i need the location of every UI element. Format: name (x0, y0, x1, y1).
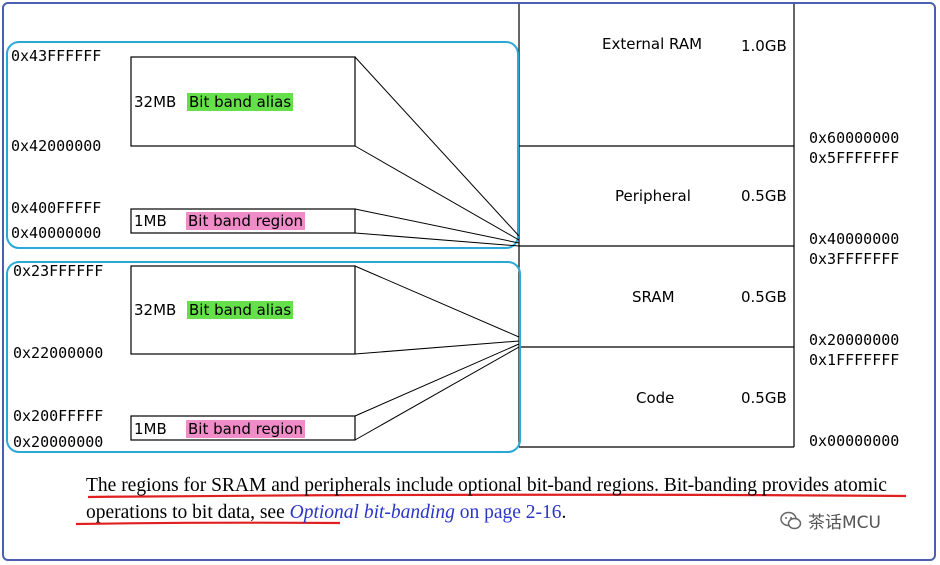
wechat-icon (780, 511, 802, 529)
peripheral-alias-top-address: 0x43FFFFFF (11, 47, 102, 65)
sram-alias-bottom-address: 0x22000000 (13, 344, 104, 362)
sram-alias-connector-top (354, 265, 520, 338)
region-size-code: 0.5GB (741, 389, 787, 407)
address-label: 0x1FFFFFFF (809, 351, 900, 369)
region-name-peripheral: Peripheral (615, 187, 691, 205)
address-label: 0x40000000 (809, 230, 900, 248)
sram-region-connector-top (354, 343, 520, 417)
peripheral-region-top-address: 0x400FFFFF (11, 199, 102, 217)
sram-region-bottom-address: 0x20000000 (13, 433, 104, 451)
peripheral-alias-label: Bit band alias (187, 93, 294, 111)
peripheral-region-bottom-address: 0x40000000 (11, 224, 102, 242)
sram-alias-top-address: 0x23FFFFFF (13, 262, 104, 280)
caption-text: The regions for SRAM and peripherals inc… (86, 475, 887, 523)
peripheral-alias-connector-top (354, 56, 520, 237)
sram-region-size: 1MB (134, 420, 167, 438)
peripheral-region-size: 1MB (134, 212, 167, 230)
peripheral-alias-connector-bottom (354, 145, 520, 241)
sram-region-label: Bit band region (186, 420, 306, 438)
sram-alias-size: 32MB (134, 301, 177, 319)
peripheral-region-label: Bit band region (186, 212, 306, 230)
region-size-peripheral: 0.5GB (741, 187, 787, 205)
region-name-external-ram: External RAM (602, 35, 703, 53)
figure-caption: The regions for SRAM and peripherals inc… (86, 472, 916, 526)
peripheral-region-connector-top (354, 208, 520, 244)
region-size-sram: 0.5GB (741, 288, 787, 306)
watermark-text: 茶话MCU (808, 513, 881, 533)
caption-link-page[interactable]: on page 2-16 (454, 502, 562, 523)
sram-region-connector-bottom (354, 346, 520, 441)
caption-underline-1 (87, 493, 907, 499)
region-name-sram: SRAM (632, 288, 675, 306)
caption-underline-2 (75, 521, 341, 526)
sram-region-top-address: 0x200FFFFF (13, 407, 104, 425)
caption-link-optional-bit-banding[interactable]: Optional bit-banding (289, 502, 455, 523)
caption-end: . (561, 502, 567, 523)
sram-alias-label: Bit band alias (187, 301, 294, 319)
address-label: 0x60000000 (809, 129, 900, 147)
peripheral-group-outline (6, 41, 519, 249)
peripheral-region-connector-bottom (354, 232, 520, 247)
region-size-external-ram: 1.0GB (741, 37, 787, 55)
watermark: 茶话MCU (780, 508, 881, 533)
address-label: 0x3FFFFFFF (809, 250, 900, 268)
address-label: 0x00000000 (809, 432, 900, 450)
address-label: 0x20000000 (809, 331, 900, 349)
sram-group-outline (6, 261, 521, 453)
peripheral-alias-size: 32MB (134, 93, 177, 111)
sram-alias-connector-bottom (354, 340, 520, 355)
region-name-code: Code (636, 389, 675, 407)
peripheral-alias-bottom-address: 0x42000000 (11, 137, 102, 155)
address-label: 0x5FFFFFFF (809, 149, 900, 167)
